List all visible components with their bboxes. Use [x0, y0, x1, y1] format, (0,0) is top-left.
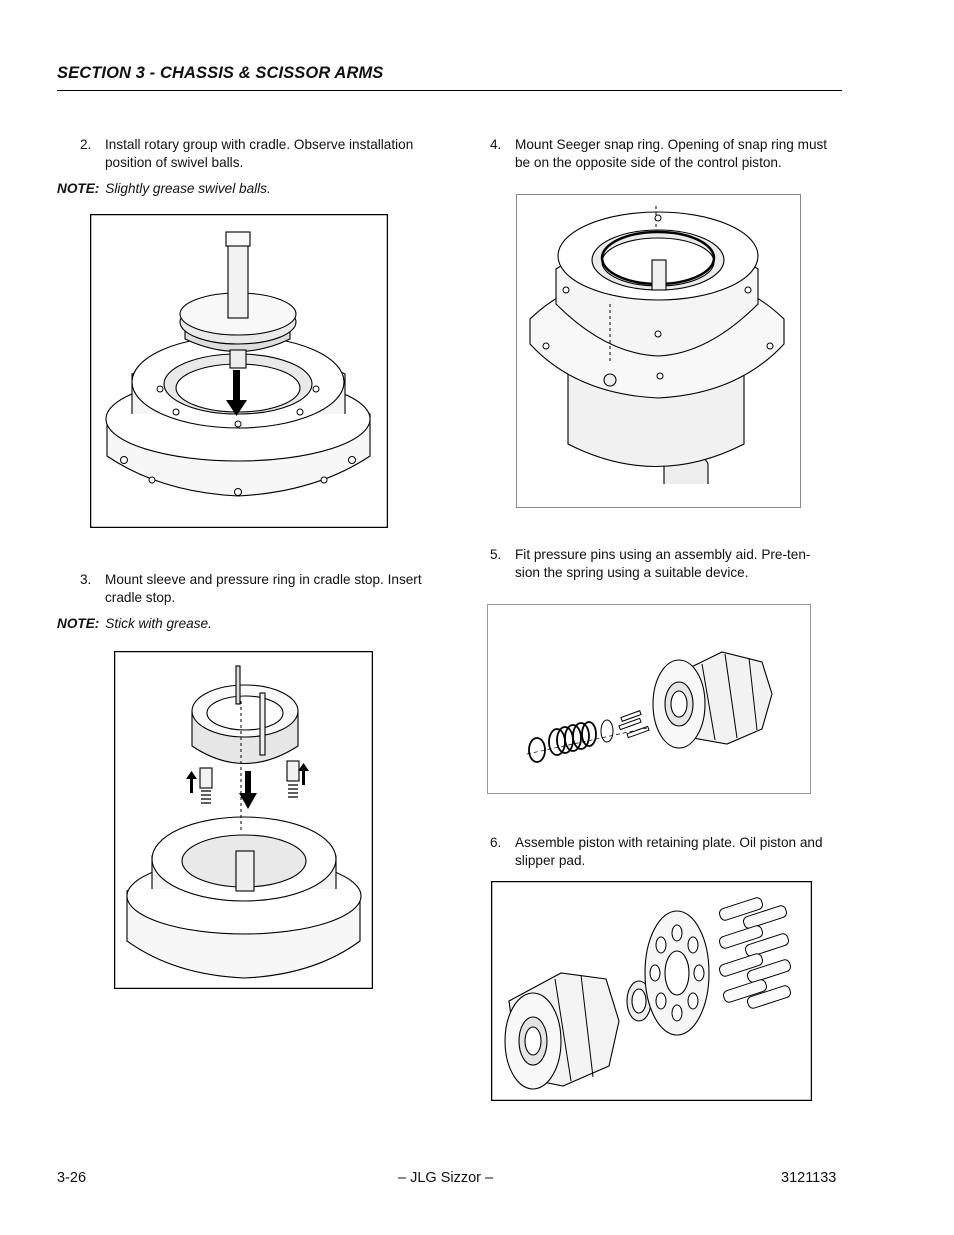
footer-title: – JLG Sizzor – [398, 1170, 494, 1186]
header-rule [57, 90, 842, 91]
step-line: slipper pad. [515, 852, 586, 868]
step-line: Mount Seeger snap ring. Opening of snap … [515, 137, 828, 152]
step-line: Mount sleeve and pressure ring in cradle… [105, 572, 422, 587]
step-number: 5. [490, 547, 502, 562]
step-line: be on the opposite side of the control p… [515, 154, 782, 170]
step-line: position of swivel balls. [105, 154, 244, 170]
step-2: 2. Install rotary group with cradle. Obs… [80, 136, 450, 172]
step-number: 3. [80, 572, 92, 587]
step-4: 4. Mount Seeger snap ring. Opening of sn… [490, 136, 850, 172]
step-line: Fit pressure pins using an assembly aid.… [515, 547, 811, 562]
rotary-group-illustration [90, 214, 388, 528]
step-text: Assemble piston with retaining plate. Oi… [515, 834, 823, 869]
note-text: Slightly grease swivel balls. [105, 181, 271, 196]
step-line: sion the spring using a suitable device. [515, 564, 749, 580]
step-line: Install rotary group with cradle. Observ… [105, 137, 414, 152]
step-text: Fit pressure pins using an assembly aid.… [515, 546, 841, 581]
step-3: 3. Mount sleeve and pressure ring in cra… [80, 571, 450, 607]
figure-piston-retaining-plate [491, 881, 812, 1101]
page-number: 3-26 [57, 1170, 87, 1186]
document-number: 3121133 [781, 1170, 837, 1186]
note-label: NOTE: [57, 181, 100, 196]
snap-ring-illustration [516, 194, 801, 508]
step-number: 4. [490, 137, 502, 152]
sleeve-ring-illustration [114, 651, 373, 989]
note-label: NOTE: [57, 616, 100, 631]
note-text: Stick with grease. [105, 616, 212, 631]
step-text: Mount Seeger snap ring. Opening of snap … [515, 136, 827, 171]
step-number: 2. [80, 137, 92, 152]
step-text: Install rotary group with cradle. Observ… [105, 136, 413, 171]
figure-seeger-snap-ring [516, 194, 801, 508]
pressure-pins-illustration [487, 604, 811, 794]
figure-sleeve-pressure-ring [114, 651, 373, 989]
figure-rotary-group-with-cradle [90, 214, 388, 528]
step-5: 5. Fit pressure pins using an assembly a… [490, 546, 850, 582]
note-stick-grease: NOTE: Stick with grease. [57, 616, 212, 631]
step-line: Assemble piston with retaining plate. Oi… [515, 835, 823, 850]
piston-plate-illustration [491, 881, 812, 1101]
note-grease-swivel: NOTE: Slightly grease swivel balls. [57, 181, 271, 196]
step-text: Mount sleeve and pressure ring in cradle… [105, 571, 422, 606]
step-line: cradle stop. [105, 589, 176, 605]
figure-pressure-pins-spring [487, 604, 811, 794]
step-6: 6. Assemble piston with retaining plate.… [490, 834, 850, 870]
section-title: SECTION 3 - CHASSIS & SCISSOR ARMS [57, 64, 384, 82]
step-number: 6. [490, 835, 502, 850]
